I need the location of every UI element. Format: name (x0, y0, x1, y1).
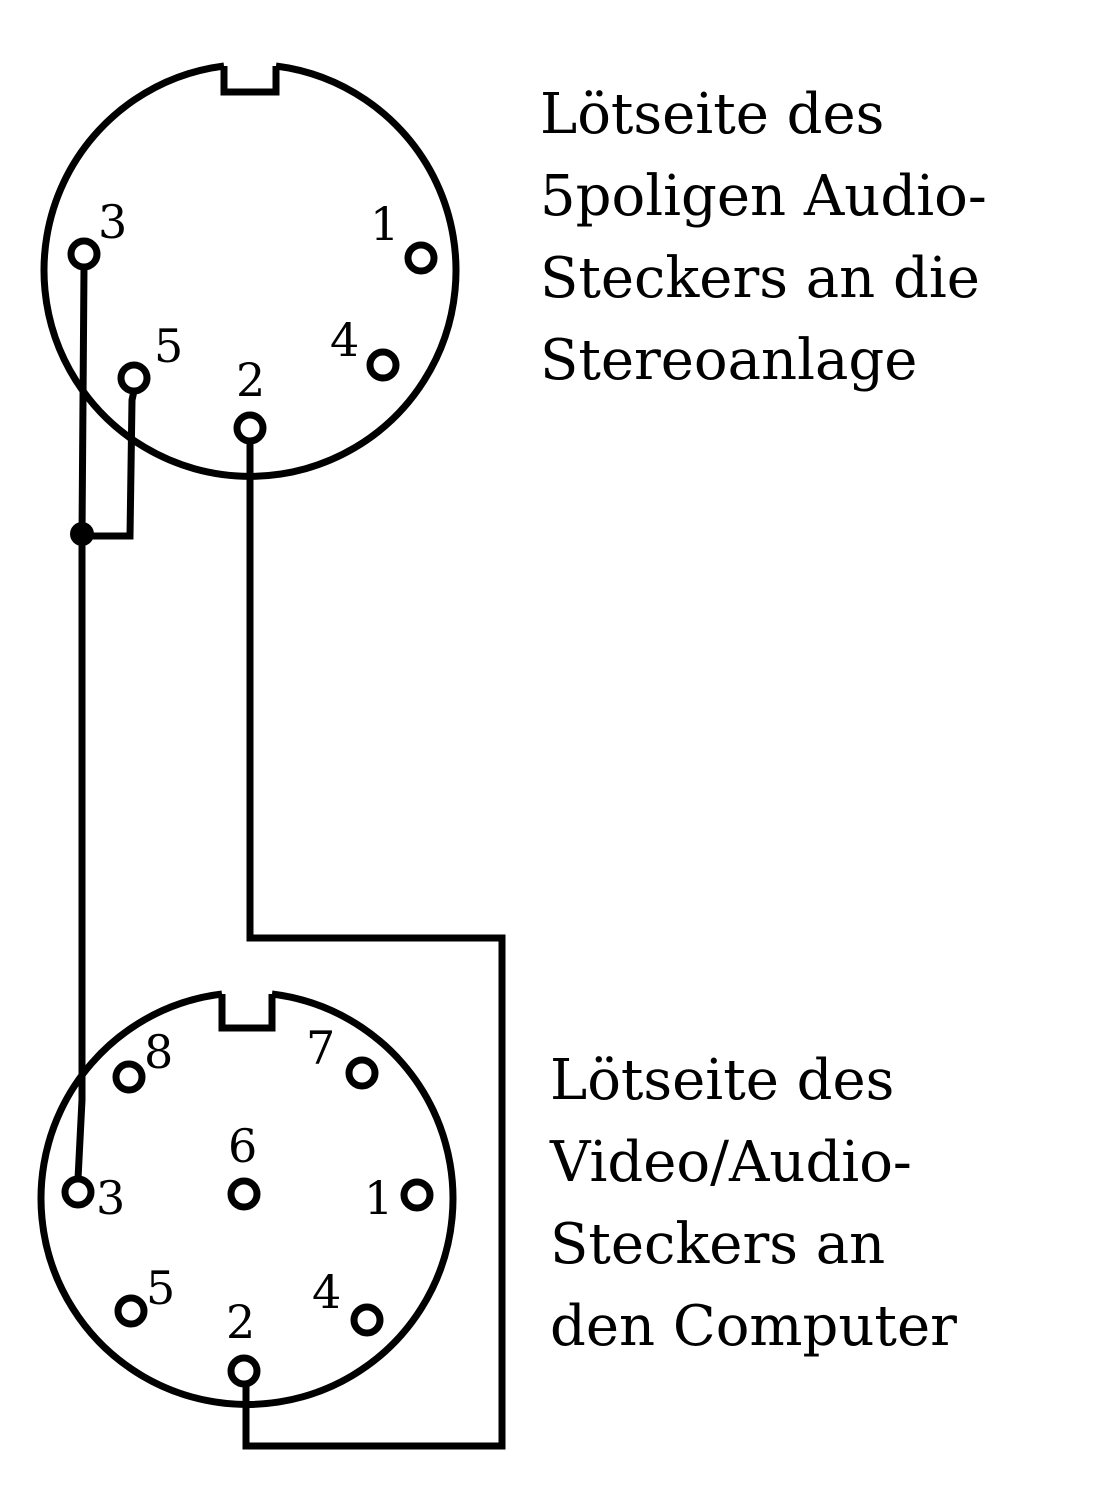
bottom-pin-label-6: 6 (228, 1119, 257, 1173)
bottom-pin-4-hole (350, 1303, 384, 1337)
top-pin-3-hole (67, 237, 101, 271)
caption-line: Lötseite des (550, 1048, 895, 1113)
top-connector-caption: Lötseite des 5poligen Audio- Steckers an… (540, 74, 987, 402)
top-pin-label-5: 5 (154, 319, 183, 373)
caption-line: den Computer (550, 1294, 957, 1359)
bottom-pin-label-7: 7 (306, 1021, 335, 1075)
caption-line: Lötseite des (540, 82, 885, 147)
top-pin-4-hole (366, 348, 400, 382)
top-pin-label-3: 3 (98, 195, 127, 249)
wire-pin3-to-pin3 (74, 266, 88, 1180)
wire-junction-dot (70, 522, 94, 546)
bottom-pin-1-hole (400, 1178, 434, 1212)
bottom-pin-label-1: 1 (364, 1171, 393, 1225)
caption-line: Steckers an die (540, 246, 980, 311)
bottom-pin-label-4: 4 (312, 1265, 341, 1319)
bottom-pin-3-hole (61, 1175, 95, 1209)
top-pin-2-hole (233, 411, 267, 445)
bottom-pin-7-hole (345, 1056, 379, 1090)
caption-line: Stereoanlage (540, 328, 918, 393)
top-pin-label-4: 4 (330, 313, 359, 367)
bottom-pin-label-3: 3 (96, 1171, 125, 1225)
top-pin-5-hole (117, 361, 151, 395)
caption-line: Video/Audio- (550, 1130, 912, 1195)
bottom-connector-caption: Lötseite des Video/Audio- Steckers an de… (550, 1040, 957, 1368)
bottom-pin-label-5: 5 (146, 1261, 175, 1315)
bottom-pin-label-8: 8 (144, 1025, 173, 1079)
top-connector (40, 62, 460, 480)
bottom-pin-8-hole (112, 1060, 146, 1094)
wires (70, 266, 506, 1450)
bottom-pin-6-hole (227, 1177, 261, 1211)
top-pin-1-hole (404, 241, 438, 275)
bottom-connector-key-notch (218, 994, 276, 1032)
caption-line: Steckers an (550, 1212, 886, 1277)
top-pin-label-2: 2 (236, 353, 265, 407)
wire-pin5-to-junction (82, 390, 138, 540)
bottom-pin-label-2: 2 (226, 1295, 255, 1349)
caption-line: 5poligen Audio- (540, 164, 987, 229)
bottom-pin-2-hole (227, 1354, 261, 1388)
top-connector-key-notch (220, 66, 280, 96)
top-pin-label-1: 1 (370, 197, 399, 251)
bottom-pin-5-hole (114, 1294, 148, 1328)
wire-pin2-to-pin2 (242, 441, 506, 1450)
